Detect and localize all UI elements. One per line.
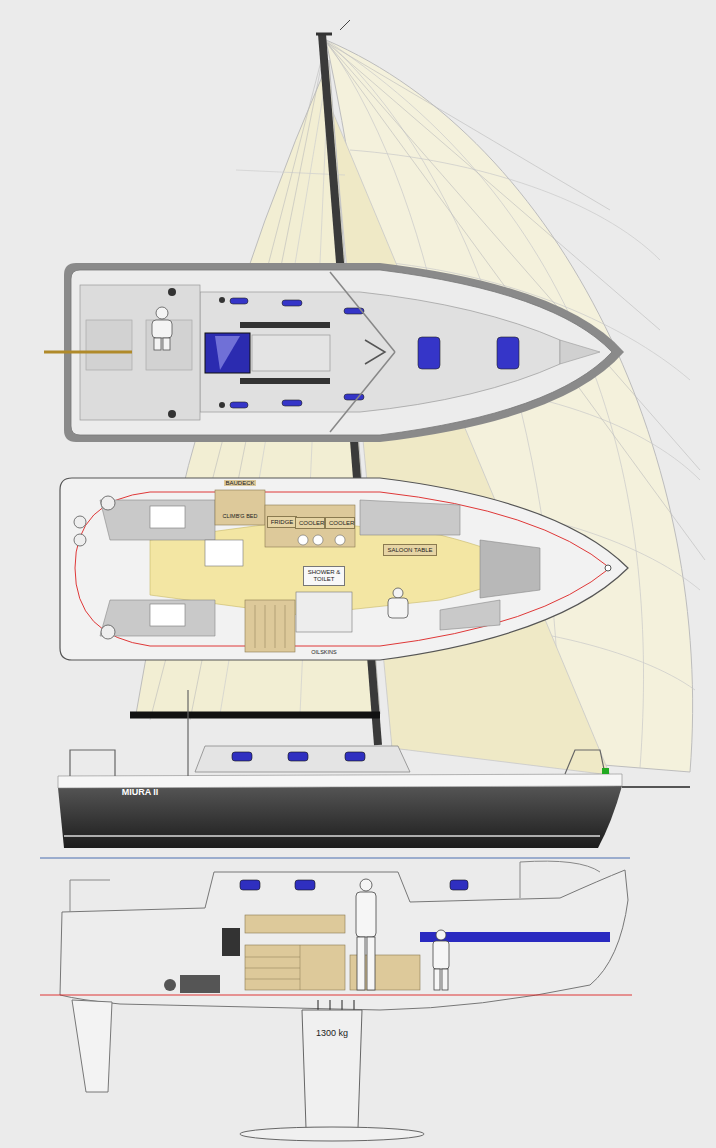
furniture-label: COOLER <box>329 520 351 527</box>
drawing-label: CLIMB'G BED <box>222 513 259 519</box>
furniture-box: SHOWER & TOILET <box>303 566 345 586</box>
furniture-box: COOLER <box>295 517 325 530</box>
furniture-box: SALOON TABLE <box>383 544 436 557</box>
drawing-label: MIURA II <box>121 788 160 798</box>
furniture-label: COOLER <box>299 520 321 527</box>
furniture-label: SHOWER & TOILET <box>307 569 341 583</box>
furniture-label: FRIDGE <box>271 519 294 526</box>
furniture-box: COOLER <box>325 517 355 530</box>
furniture-box: FRIDGE <box>267 516 298 529</box>
drawing-label: OILSKINS <box>310 649 337 655</box>
furniture-label: SALOON TABLE <box>387 547 432 554</box>
drawing-label: BAUDECK <box>224 480 255 487</box>
drawing-label: 1300 kg <box>315 1029 349 1039</box>
